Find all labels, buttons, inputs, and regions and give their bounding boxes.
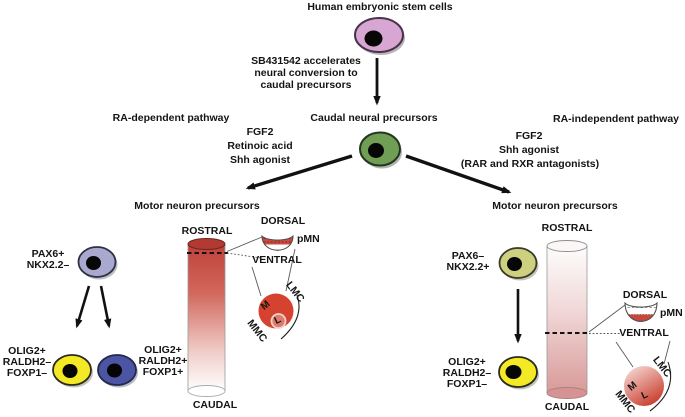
right-caudal-label: CAUDAL [544, 401, 590, 413]
left-mn-precursors-label: Motor neuron precursors [134, 200, 260, 212]
caudal-to-left-pathway-arrow [245, 154, 353, 190]
left-pathway-title: RA-dependent pathway [112, 112, 230, 124]
left-pax6-label-line2: NKX2.2– [26, 259, 70, 271]
left-rostral-label: ROSTRAL [181, 225, 233, 237]
flow-arrows [75, 58, 522, 344]
left-dorsal-label: DORSAL [260, 215, 306, 227]
blue-cell-label-line2: RALDH2+ [138, 355, 188, 367]
right-connector-lines [588, 304, 671, 368]
caudal-to-right-pathway-arrow [405, 154, 512, 194]
right-factor-rar-rxr: (RAR and RXR antagonists) [460, 158, 600, 170]
left-ventral-label: VENTRAL [252, 254, 302, 266]
pax6-positive-cell [77, 246, 118, 280]
diagram-title: Human embryonic stem cells [307, 1, 453, 13]
pax6pos-to-yellow-arrow [75, 285, 91, 329]
right-yellow-cell-label-line3: FOXP1– [446, 378, 488, 390]
left-factor-ra: Retinoic acid [227, 140, 293, 152]
right-neural-tube-section [624, 301, 658, 322]
right-rostrocaudal-cylinder [545, 240, 589, 399]
left-pax6-label-line1: PAX6+ [31, 248, 65, 260]
right-lmc-bracket-arc [649, 361, 672, 412]
left-pmn-label: pMN [297, 233, 320, 245]
right-factor-fgf2: FGF2 [515, 130, 543, 142]
right-yellow-cell-label-line1: OLIG2+ [448, 356, 486, 368]
sb431542-note-line2: neural conversion to [254, 67, 358, 79]
sb431542-note-line3: caudal precursors [260, 79, 352, 91]
left-rostrocaudal-cylinder [187, 238, 228, 397]
right-factor-shh: Shh agonist [498, 144, 560, 156]
left-motor-column-circle [258, 293, 300, 340]
hesc-cell [354, 17, 405, 55]
caudal-precursor-cell [359, 131, 402, 169]
right-rostral-label: ROSTRAL [541, 222, 593, 234]
olig2-blue-cell [97, 354, 138, 388]
sb431542-note-line1: SB431542 accelerates [251, 55, 361, 67]
right-ventral-label: VENTRAL [619, 327, 669, 339]
left-factor-shh: Shh agonist [229, 154, 291, 166]
right-pmn-label: pMN [660, 307, 683, 319]
right-pax6-label-line2: NKX2.2+ [446, 261, 490, 273]
olig2-yellow-cell-right [498, 356, 539, 390]
left-caudal-label: CAUDAL [192, 399, 238, 411]
right-mn-precursors-label: Motor neuron precursors [492, 200, 618, 212]
left-connector-lines [226, 236, 296, 297]
left-neural-tube-section [261, 234, 294, 251]
right-pax6-label-line1: PAX6– [451, 250, 485, 262]
right-pathway-title: RA-independent pathway [552, 113, 680, 125]
left-lmc-bracket-arc [280, 294, 300, 340]
left-factor-fgf2: FGF2 [246, 126, 274, 138]
caudal-precursors-label: Caudal neural precursors [310, 112, 438, 124]
olig2-yellow-cell-left [52, 354, 93, 388]
right-yellow-cell-label-line2: RALDH2– [442, 367, 492, 379]
blue-cell-label-line3: FOXP1+ [142, 366, 184, 378]
left-yellow-cell-label-line2: RALDH2– [2, 356, 52, 368]
left-yellow-cell-label-line1: OLIG2+ [8, 345, 46, 357]
left-yellow-cell-label-line3: FOXP1– [6, 367, 48, 379]
blue-cell-label-line1: OLIG2+ [144, 344, 182, 356]
right-dorsal-label: DORSAL [622, 289, 668, 301]
right-motor-column-circle [624, 361, 672, 412]
pax6pos-to-blue-arrow [99, 285, 112, 329]
pax6-negative-cell [498, 247, 539, 281]
left-lateral-lmc-subdomain [270, 313, 287, 329]
